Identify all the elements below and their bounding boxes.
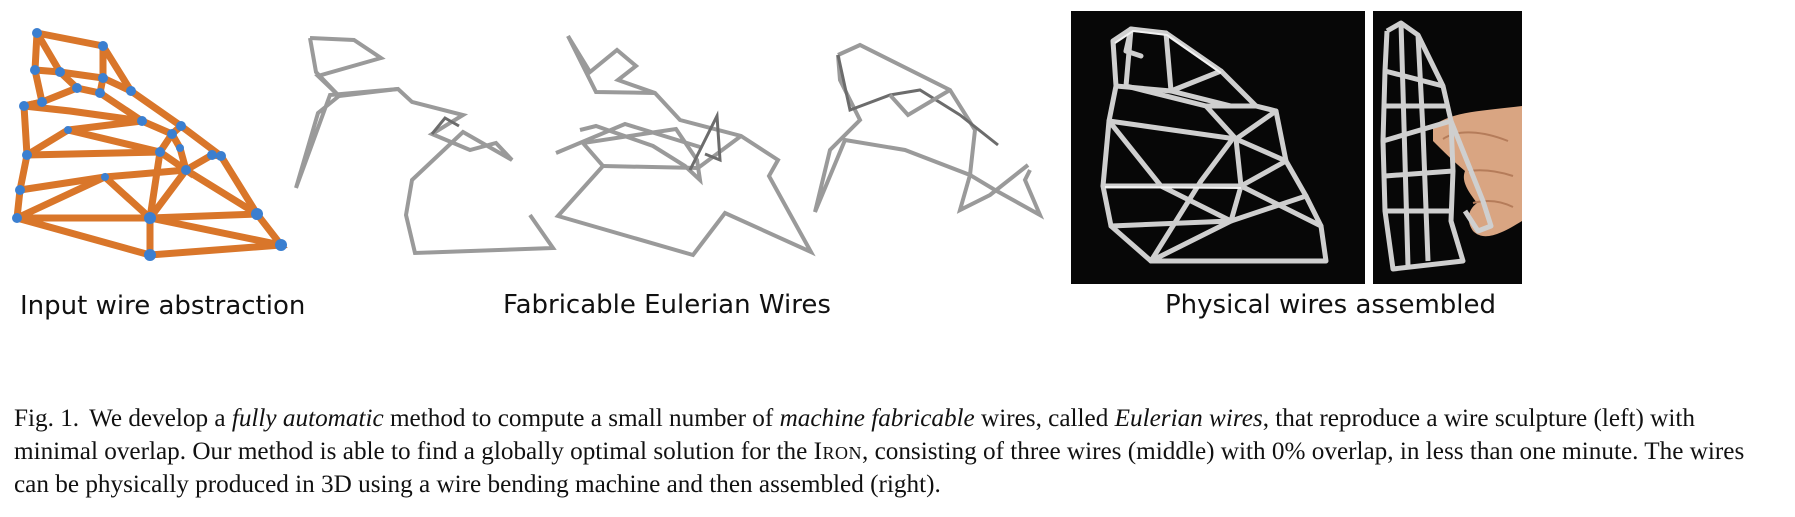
caption-emphasis-3: Eulerian wires (1114, 405, 1263, 432)
physical-wires-assembled-label: Physical wires assembled (1165, 290, 1497, 320)
assembled-wires-photo-hand (1373, 11, 1522, 284)
caption-text-1: We develop a (89, 405, 232, 432)
figure-caption: Fig. 1. We develop a fully automatic meth… (14, 402, 1782, 501)
caption-emphasis-1: fully automatic (231, 405, 384, 432)
caption-text-2: method to compute a small number of (383, 405, 780, 432)
eulerian-wire-1-figure (294, 36, 557, 256)
input-wire-abstraction-label: Input wire abstraction (20, 291, 306, 321)
figure-number: Fig. 1. (14, 405, 80, 432)
caption-text-3: wires, called (974, 405, 1115, 432)
caption-emphasis-2: machine fabricable (779, 405, 975, 432)
assembled-wires-photo-side (1071, 11, 1365, 284)
caption-text-4: , that reproduce a wire sculpture (left)… (14, 405, 1695, 465)
caption-text-5: , consisting of three wires (middle) wit… (14, 438, 1745, 498)
eulerian-wire-2-figure (554, 34, 816, 258)
eulerian-wire-3-figure (813, 42, 1045, 220)
input-wire-abstraction-figure (12, 28, 288, 261)
fabricable-eulerian-wires-label: Fabricable Eulerian Wires (503, 290, 831, 320)
caption-model-name: Iron (813, 438, 862, 465)
